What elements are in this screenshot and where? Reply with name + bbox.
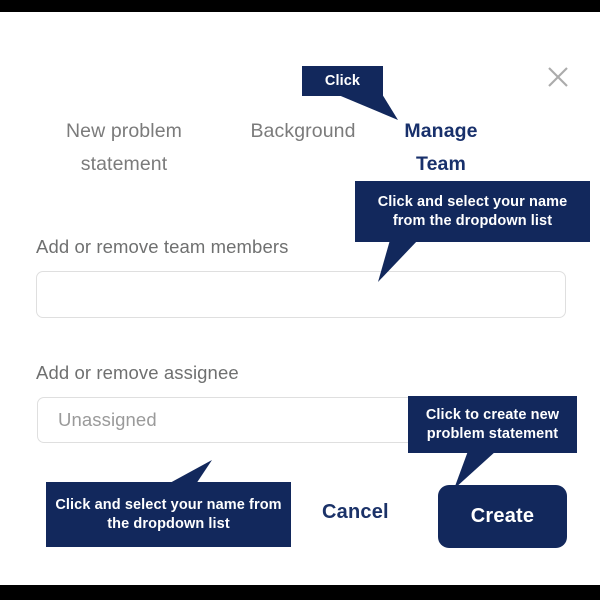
callout-text: Click to create new problem statement [425,406,560,442]
team-members-label: Add or remove team members [36,236,289,257]
callout-click-manage-team: Click [302,66,383,96]
tab-manage-team[interactable]: Manage Team [386,115,496,181]
callout-text: Click and select your name from the drop… [377,193,568,229]
callout-assignee-dropdown: Click and select your name from the drop… [46,482,291,547]
manage-team-dialog: New problem statement Background Manage … [0,12,600,585]
callout-assignee-dropdown-tail [168,460,212,484]
callout-create-button-tail [454,451,496,489]
callout-text: Click and select your name from the drop… [55,496,282,532]
tab-label: New problem statement [66,120,182,175]
close-icon[interactable] [543,62,573,92]
callout-click-manage-team-tail [336,94,398,120]
callout-text: Click [324,72,361,89]
tab-background[interactable]: Background [228,115,378,148]
assignee-placeholder: Unassigned [58,409,157,430]
tab-label: Background [250,120,356,142]
dialog-tabs: New problem statement Background Manage … [0,104,600,184]
callout-create-button: Click to create new problem statement [408,396,577,453]
create-button[interactable]: Create [438,485,567,548]
callout-team-members-dropdown-tail [378,240,418,282]
tab-new-problem-statement[interactable]: New problem statement [34,115,214,181]
tab-label: Manage Team [404,120,478,175]
cancel-button[interactable]: Cancel [322,501,389,523]
team-members-input[interactable] [36,271,566,318]
assignee-label: Add or remove assignee [36,362,239,383]
callout-team-members-dropdown: Click and select your name from the drop… [355,181,590,242]
